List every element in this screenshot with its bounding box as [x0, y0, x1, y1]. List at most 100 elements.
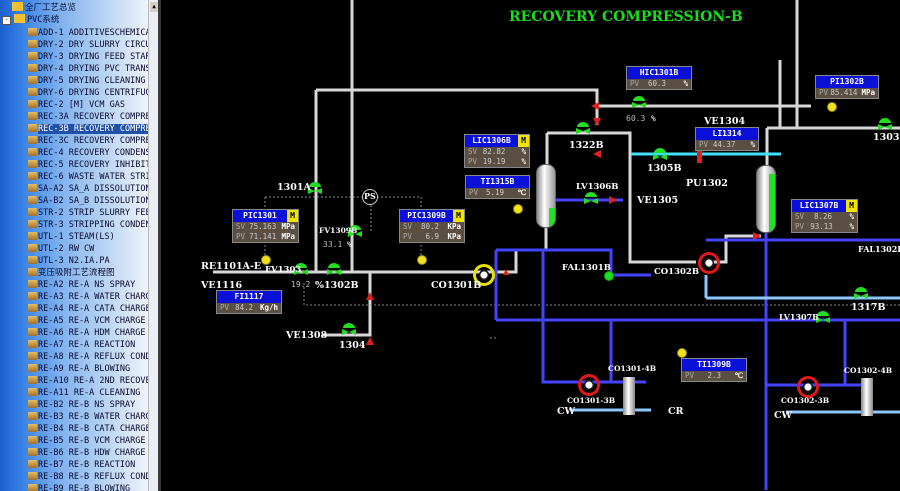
tree-item[interactable]: RE-B4 RE-B CATA CHARGE	[28, 423, 148, 435]
tree-item[interactable]: RE-B2 RE-B NS SPRAY	[28, 399, 135, 411]
tree-item[interactable]: RE-A8 RE-A REFLUX COND	[28, 351, 148, 363]
tree-item[interactable]: ADD-1 ADDITIVESCHEMICA	[28, 27, 148, 39]
tree-item[interactable]: RE-B5 RE-B VCM CHARGE	[28, 435, 145, 447]
sv-label: SV	[795, 212, 805, 221]
tree-item[interactable]: DRY-3 DRYING FEED STAR	[28, 51, 148, 63]
tree-item[interactable]: RE-A9 RE-A BLOWING	[28, 363, 130, 375]
tree-item[interactable]: SA-B2 SA_B DISSOLUTION	[28, 195, 148, 207]
pv-value: 71.141	[249, 232, 277, 241]
tree-item[interactable]: UTL-1 STEAM(LS)	[28, 231, 115, 243]
process-diagram: RECOVERY COMPRESSION-B 1301A FV1309B 132…	[161, 0, 900, 491]
pipe	[496, 248, 651, 277]
tree-item[interactable]: DRY-5 DRYING CLEANING	[28, 75, 145, 87]
tree-scrollbar[interactable]: ▲	[148, 0, 159, 491]
tree-item[interactable]: STR-2 STRIP SLURRY FEE	[28, 207, 148, 219]
valve-1303b-icon[interactable]	[878, 118, 892, 130]
pane-splitter[interactable]	[158, 0, 161, 491]
tree-item[interactable]: RE-B8 RE-B REFLUX COND	[28, 471, 148, 483]
valve-1302b-icon[interactable]	[327, 263, 341, 275]
valve-1317b-icon[interactable]	[854, 287, 868, 299]
pv-unit: ℃	[734, 371, 743, 380]
tree-item[interactable]: SA-A2 SA_A DISSOLUTION	[28, 183, 148, 195]
pv-value: 60.3	[647, 79, 666, 88]
control-valve-hic1301b[interactable]	[632, 96, 646, 108]
pv-unit: %	[750, 140, 755, 149]
control-valve-lv1306b[interactable]	[584, 192, 598, 204]
scroll-up-arrow-icon[interactable]: ▲	[150, 2, 158, 12]
separator-tank-v1306b	[536, 164, 556, 228]
tree-item[interactable]: DRY-2 DRY SLURRY CIRCU	[28, 39, 148, 51]
equipment-label: FV1303	[265, 265, 302, 275]
tree-item[interactable]: RE-B7 RE-B REACTION	[28, 459, 135, 471]
mode-badge[interactable]: M	[287, 210, 298, 222]
page-icon	[28, 352, 37, 360]
page-icon	[28, 124, 37, 132]
tree-item[interactable]: UTL-3 N2.IA.PA	[28, 255, 110, 267]
tree-item[interactable]: RE-A5 RE-A VCM CHARGE	[28, 315, 145, 327]
pump-co1302-3b[interactable]	[797, 376, 819, 398]
tree-item[interactable]: RE-A11 RE-A CLEANING	[28, 387, 140, 399]
tree-item[interactable]: REC-4 RECOVERY CONDENS	[28, 147, 148, 159]
tree-item-label: DRY-6 DRYING CENTRIFUG	[38, 88, 148, 98]
tree-item[interactable]: RE-A6 RE-A HDM CHARGE	[28, 327, 145, 339]
compressor-co1301b[interactable]	[473, 264, 495, 286]
tree-item[interactable]: RE-A2 RE-A NS SPRAY	[28, 279, 135, 291]
page-icon	[28, 52, 37, 60]
tree-item[interactable]: REC-3C RECOVERY COMPRE	[28, 135, 148, 147]
tree-item[interactable]: REC-5 RECOVERY INHIBIT	[28, 159, 148, 171]
tree-item[interactable]: RE-A10 RE-A 2ND RECOVE	[28, 375, 148, 387]
equipment-label: VE1304	[704, 116, 746, 127]
mode-badge[interactable]: M	[846, 200, 857, 212]
tag-name: TI1315B	[466, 176, 529, 188]
tree-item-label: DRY-2 DRY SLURRY CIRCU	[38, 40, 148, 50]
tree-item[interactable]: RE-B3 RE-B WATER CHARG	[28, 411, 148, 423]
tree-item[interactable]: DRY-4 DRYING PVC TRANS	[28, 63, 148, 75]
tree-item[interactable]: REC-6 WASTE WATER STRI	[28, 171, 148, 183]
tree-item[interactable]: RE-B9 RE-B BLOWING	[28, 483, 130, 491]
pv-label: PV	[685, 371, 695, 380]
tree-item[interactable]: RE-A7 RE-A REACTION	[28, 339, 135, 351]
tree-group-pvc[interactable]: -PVC系统	[2, 14, 59, 26]
tag-name: PI1302B	[816, 76, 878, 88]
equipment-label: 1317B	[851, 302, 886, 313]
pump-co1302b[interactable]	[698, 252, 720, 274]
tree-item[interactable]: RE-B6 RE-B HDW CHARGE	[28, 447, 145, 459]
pump-co1301-3b[interactable]	[578, 374, 600, 396]
tree-item-label: DRY-5 DRYING CLEANING	[38, 76, 146, 86]
pv-unit: %	[521, 157, 526, 166]
tree-root[interactable]: 全厂工艺总览	[12, 2, 76, 14]
tree-item[interactable]: REC-2 [M] VCM GAS	[28, 99, 125, 111]
collapse-icon[interactable]: -	[2, 16, 11, 25]
tree-item[interactable]: RE-A4 RE-A CATA CHARGE	[28, 303, 148, 315]
equipment-label: FAL1301B	[562, 263, 611, 273]
tree-item[interactable]: STR-3 STRIPPING CONDEN	[28, 219, 148, 231]
valve-1304-icon[interactable]	[342, 323, 356, 335]
pv-label: PV	[819, 88, 829, 97]
tree-item[interactable]: REC-3B RECOVERY COMPRE	[28, 123, 148, 135]
tag-name: LIC1306B	[465, 135, 518, 147]
gauge-icon	[677, 348, 687, 358]
tree-item[interactable]: UTL-2 RW CW	[28, 243, 94, 255]
tree-item[interactable]: REC-3A RECOVERY COMPRE	[28, 111, 148, 123]
sv-unit: %	[849, 212, 854, 221]
valve-1322b-icon[interactable]	[576, 122, 590, 134]
tree-item-label: RE-A4 RE-A CATA CHARGE	[38, 304, 148, 314]
pump-pu1302-icon[interactable]	[697, 145, 702, 163]
mode-badge[interactable]: M	[518, 135, 529, 147]
tree-item[interactable]: 变压吸附工艺流程图	[28, 267, 115, 279]
page-icon	[28, 28, 37, 36]
mode-badge[interactable]: M	[453, 210, 464, 222]
tree-item[interactable]: RE-A3 RE-A WATER CHARG	[28, 291, 148, 303]
tree-item[interactable]: DRY-6 DRYING CENTRIFUG	[28, 87, 148, 99]
valve-1305b-icon[interactable]	[653, 148, 667, 160]
